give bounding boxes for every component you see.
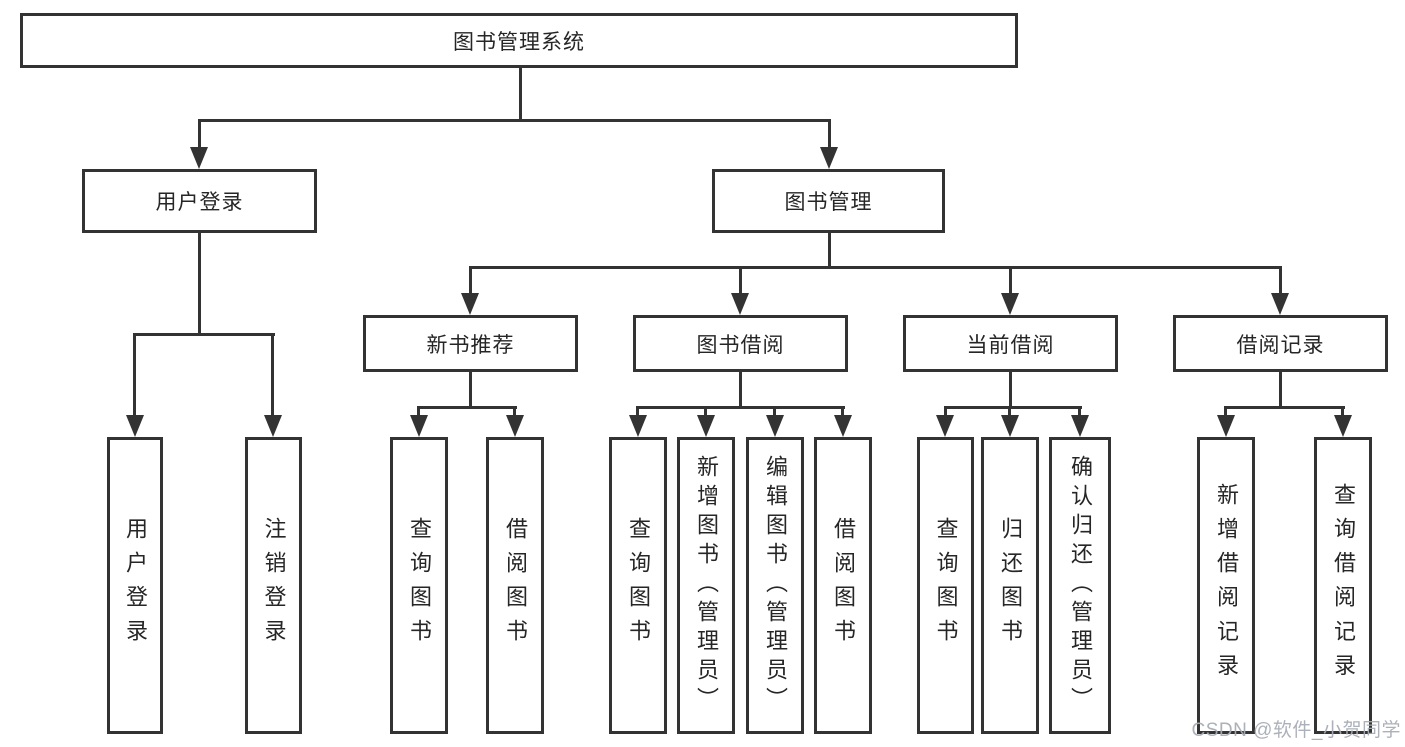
connector-line — [841, 406, 844, 417]
connector-line — [1009, 372, 1012, 409]
leaf-return-books: 归还图书 — [981, 437, 1039, 734]
arrowhead-down-icon — [1334, 415, 1352, 437]
arrowhead-down-icon — [1071, 415, 1089, 437]
leaf-label: 借阅图书 — [831, 517, 856, 654]
connector-line — [198, 119, 201, 149]
connector-line — [739, 266, 742, 295]
leaf-add-borrow-record: 新增借阅记录 — [1197, 437, 1255, 734]
leaf-edit-books-admin: 编辑图书（管理员） — [746, 437, 804, 734]
arrowhead-down-icon — [126, 415, 144, 437]
arrowhead-down-icon — [1001, 415, 1019, 437]
watermark: CSDN @软件_小贺同学 — [1191, 720, 1401, 741]
arrowhead-down-icon — [766, 415, 784, 437]
connector-line — [828, 233, 831, 269]
arrowhead-down-icon — [731, 293, 749, 315]
connector-line — [469, 266, 472, 295]
arrowhead-down-icon — [697, 415, 715, 437]
arrowhead-down-icon — [410, 415, 428, 437]
node-current-borrow: 当前借阅 — [903, 315, 1118, 372]
leaf-query-books-1: 查询图书 — [390, 437, 448, 734]
node-root-label: 图书管理系统 — [453, 30, 585, 54]
arrowhead-down-icon — [629, 415, 647, 437]
leaf-user-login: 用户登录 — [107, 437, 163, 734]
connector-line — [773, 406, 776, 417]
connector-line — [198, 233, 201, 336]
connector-line — [704, 406, 707, 417]
connector-line — [519, 68, 522, 120]
connector-line — [1009, 266, 1012, 295]
connector-line — [271, 333, 274, 417]
leaf-logout: 注销登录 — [245, 437, 302, 734]
node-new-book-recommend: 新书推荐 — [363, 315, 578, 372]
arrowhead-down-icon — [936, 415, 954, 437]
node-new-book-recommend-label: 新书推荐 — [426, 333, 515, 357]
leaf-label: 新增图书（管理员） — [694, 454, 719, 717]
leaf-borrow-books-1: 借阅图书 — [486, 437, 544, 734]
connector-line — [198, 119, 831, 122]
leaf-add-books-admin: 新增图书（管理员） — [677, 437, 735, 734]
connector-line — [739, 372, 742, 409]
connector-line — [1341, 406, 1344, 417]
leaf-confirm-return-admin: 确认归还（管理员） — [1049, 437, 1111, 734]
connector-line — [1078, 406, 1081, 417]
arrowhead-down-icon — [264, 415, 282, 437]
node-book-management-label: 图书管理 — [784, 191, 873, 214]
connector-line — [469, 266, 1282, 269]
connector-line — [513, 406, 516, 417]
node-borrow-records: 借阅记录 — [1173, 315, 1388, 372]
node-borrow-records-label: 借阅记录 — [1236, 333, 1325, 357]
arrowhead-down-icon — [506, 415, 524, 437]
leaf-label: 查询图书 — [933, 517, 959, 654]
leaf-label: 编辑图书（管理员） — [763, 454, 788, 717]
connector-line — [1224, 406, 1345, 409]
leaf-label: 查询图书 — [626, 517, 651, 654]
connector-line — [469, 372, 472, 409]
node-current-borrow-label: 当前借阅 — [966, 333, 1055, 357]
leaf-label: 注销登录 — [261, 517, 287, 654]
connector-line — [944, 406, 947, 417]
arrowhead-down-icon — [820, 147, 838, 169]
connector-line — [133, 333, 136, 417]
connector-line — [1279, 266, 1282, 295]
connector-line — [1279, 372, 1282, 409]
leaf-label: 新增借阅记录 — [1214, 483, 1239, 688]
leaf-query-books-2: 查询图书 — [609, 437, 667, 734]
arrowhead-down-icon — [1001, 293, 1019, 315]
arrowhead-down-icon — [1217, 415, 1235, 437]
connector-line — [417, 406, 420, 417]
connector-line — [1008, 406, 1011, 417]
arrowhead-down-icon — [190, 147, 208, 169]
leaf-label: 归还图书 — [998, 517, 1023, 654]
node-book-management: 图书管理 — [712, 169, 945, 233]
leaf-label: 借阅图书 — [503, 517, 528, 654]
connector-line — [828, 119, 831, 149]
connector-line — [417, 406, 517, 409]
arrowhead-down-icon — [461, 293, 479, 315]
leaf-label: 确认归还（管理员） — [1068, 454, 1093, 717]
connector-line — [133, 333, 275, 336]
leaf-label: 查询图书 — [407, 517, 432, 654]
connector-line — [944, 406, 1082, 409]
leaf-query-books-3: 查询图书 — [917, 437, 974, 734]
leaf-label: 查询借阅记录 — [1331, 483, 1356, 688]
arrowhead-down-icon — [1271, 293, 1289, 315]
node-book-borrow-label: 图书借阅 — [696, 333, 785, 357]
leaf-borrow-books-2: 借阅图书 — [814, 437, 872, 734]
connector-line — [636, 406, 639, 417]
leaf-label: 用户登录 — [123, 517, 148, 654]
node-user-login-label: 用户登录 — [155, 191, 244, 214]
connector-line — [636, 406, 845, 409]
node-root: 图书管理系统 — [20, 13, 1018, 68]
connector-line — [1224, 406, 1227, 417]
node-user-login: 用户登录 — [82, 169, 317, 233]
leaf-query-borrow-record: 查询借阅记录 — [1314, 437, 1372, 734]
node-book-borrow: 图书借阅 — [633, 315, 848, 372]
arrowhead-down-icon — [834, 415, 852, 437]
